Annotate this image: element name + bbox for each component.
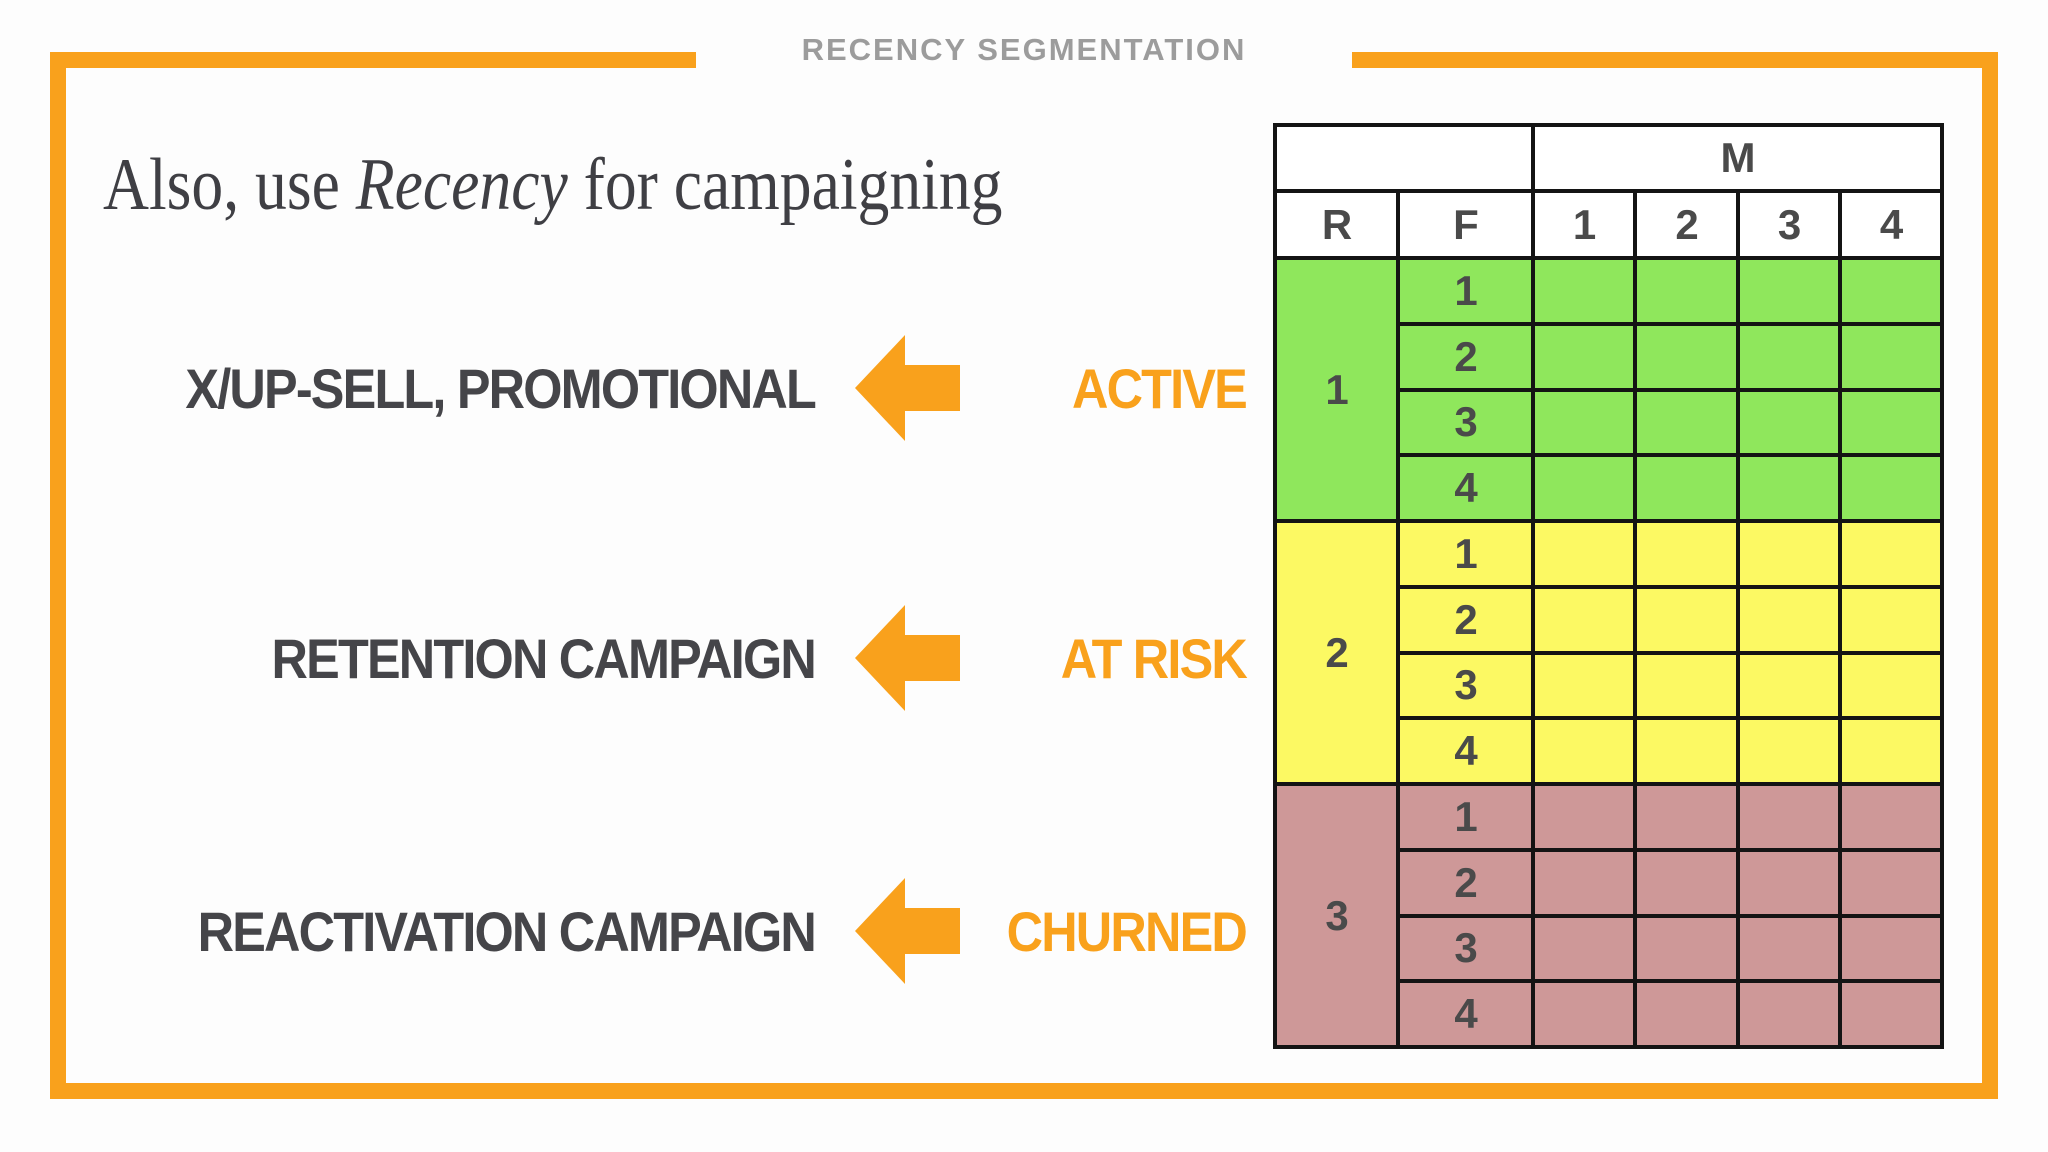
matrix-cell — [1633, 979, 1740, 1049]
r-cell: 3 — [1273, 782, 1400, 1049]
matrix-cell — [1531, 782, 1637, 852]
f-cell: 1 — [1396, 782, 1535, 852]
matrix-cell — [1633, 453, 1740, 523]
matrix-cell — [1736, 650, 1842, 721]
m-header-cell: M — [1531, 123, 1944, 193]
heading-post: for campaigning — [567, 144, 1003, 226]
left-arrow-icon — [855, 335, 960, 441]
matrix-cell — [1736, 453, 1842, 523]
action-label: X/UP-SELL, PROMOTIONAL — [185, 356, 816, 420]
matrix-cell — [1531, 321, 1637, 392]
matrix-cell — [1531, 453, 1637, 523]
matrix-cell — [1736, 913, 1842, 984]
matrix-cell — [1633, 847, 1740, 918]
matrix-cell — [1736, 782, 1842, 852]
col-header-m4: 4 — [1838, 189, 1944, 260]
matrix-cell — [1736, 979, 1842, 1049]
f-cell: 4 — [1396, 453, 1535, 523]
matrix-cell — [1633, 321, 1740, 392]
f-cell: 1 — [1396, 256, 1535, 326]
left-arrow-icon — [855, 605, 960, 711]
matrix-cell — [1838, 387, 1944, 458]
matrix-cell — [1736, 387, 1842, 458]
segment-label: ACTIVE — [1071, 356, 1248, 420]
r-cell: 1 — [1273, 256, 1400, 523]
campaign-row-active: X/UP-SELL, PROMOTIONAL ACTIVE — [90, 335, 1248, 441]
matrix-cell — [1531, 519, 1637, 589]
matrix-cell — [1531, 584, 1637, 655]
matrix-cell — [1838, 453, 1944, 523]
action-label: REACTIVATION CAMPAIGN — [197, 899, 817, 963]
f-cell: 2 — [1396, 321, 1535, 392]
f-cell: 4 — [1396, 716, 1535, 786]
matrix-cell — [1633, 782, 1740, 852]
matrix-cell — [1736, 321, 1842, 392]
matrix-cell — [1838, 913, 1944, 984]
col-header-r: R — [1273, 189, 1400, 260]
matrix-cell — [1531, 847, 1637, 918]
page-title: Also, use Recency for campaigning — [103, 144, 1003, 226]
matrix-cell — [1736, 256, 1842, 326]
f-cell: 2 — [1396, 847, 1535, 918]
matrix-cell — [1633, 256, 1740, 326]
matrix-cell — [1531, 650, 1637, 721]
heading-italic: Recency — [355, 144, 568, 226]
f-cell: 2 — [1396, 584, 1535, 655]
matrix-cell — [1531, 387, 1637, 458]
col-header-m1: 1 — [1531, 189, 1637, 260]
matrix-cell — [1531, 913, 1637, 984]
matrix-cell — [1838, 519, 1944, 589]
matrix-cell — [1633, 519, 1740, 589]
f-cell: 3 — [1396, 650, 1535, 721]
segment-label: CHURNED — [1006, 899, 1248, 963]
action-label: RETENTION CAMPAIGN — [271, 626, 817, 690]
campaign-row-churned: REACTIVATION CAMPAIGN CHURNED — [90, 878, 1248, 984]
f-cell: 3 — [1396, 913, 1535, 984]
matrix-cell — [1633, 716, 1740, 786]
matrix-cell — [1838, 782, 1944, 852]
f-cell: 1 — [1396, 519, 1535, 589]
col-header-m3: 3 — [1736, 189, 1842, 260]
matrix-cell — [1633, 584, 1740, 655]
blank-header-cell — [1273, 123, 1535, 193]
slide-title-box: RECENCY SEGMENTATION — [696, 0, 1352, 100]
matrix-cell — [1838, 321, 1944, 392]
left-arrow-icon — [855, 878, 960, 984]
matrix-cell — [1531, 716, 1637, 786]
matrix-cell — [1531, 256, 1637, 326]
col-header-f: F — [1396, 189, 1535, 260]
matrix-cell — [1633, 387, 1740, 458]
matrix-cell — [1838, 847, 1944, 918]
slide-title: RECENCY SEGMENTATION — [801, 32, 1247, 67]
matrix-cell — [1736, 584, 1842, 655]
f-cell: 3 — [1396, 387, 1535, 458]
matrix-cell — [1633, 650, 1740, 721]
matrix-cell — [1838, 584, 1944, 655]
matrix-cell — [1531, 979, 1637, 1049]
matrix-cell — [1838, 716, 1944, 786]
rfm-table: M R F 1 2 3 4 1 1 2 3 4 2 1 2 3 4 — [1273, 123, 1944, 1049]
col-header-m2: 2 — [1633, 189, 1740, 260]
f-cell: 4 — [1396, 979, 1535, 1049]
matrix-cell — [1838, 650, 1944, 721]
campaign-row-at-risk: RETENTION CAMPAIGN AT RISK — [90, 605, 1248, 711]
matrix-cell — [1736, 716, 1842, 786]
matrix-cell — [1633, 913, 1740, 984]
matrix-cell — [1736, 847, 1842, 918]
r-cell: 2 — [1273, 519, 1400, 786]
matrix-cell — [1838, 256, 1944, 326]
matrix-cell — [1838, 979, 1944, 1049]
heading-pre: Also, use — [103, 144, 356, 226]
matrix-cell — [1736, 519, 1842, 589]
segment-label: AT RISK — [1060, 626, 1248, 690]
